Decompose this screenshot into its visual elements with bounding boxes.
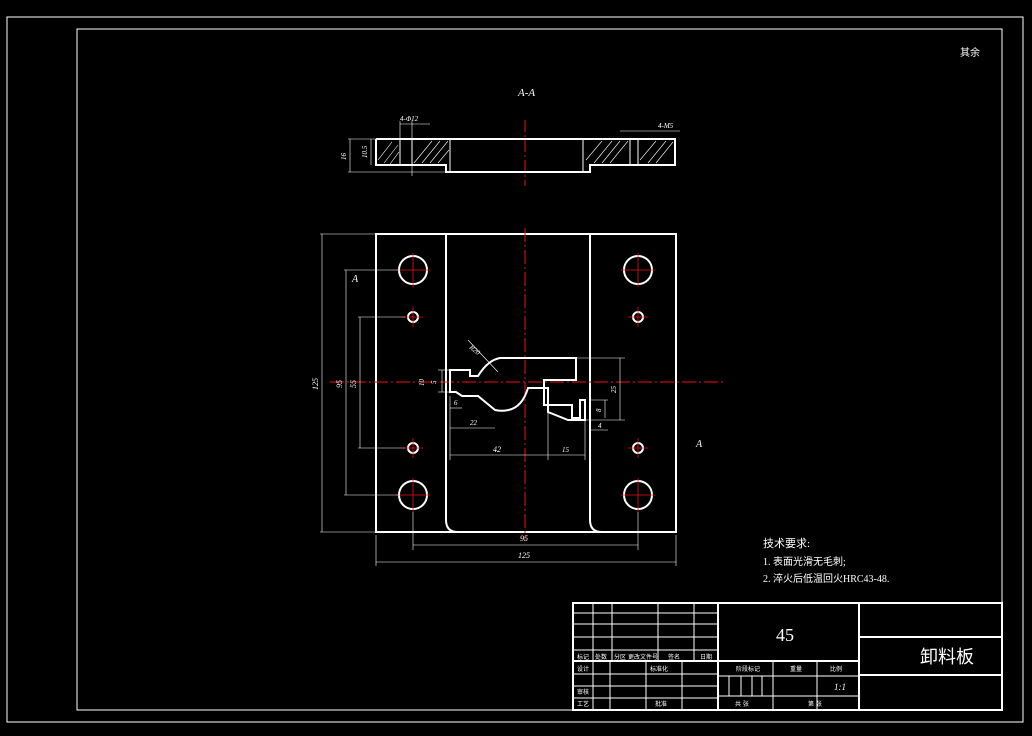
tb-row2-8: 比例 [830,665,842,673]
section-view [348,120,680,186]
title-block [572,602,1003,711]
section-marker-bottom: A [695,439,703,450]
corner-note: 其余 [960,46,980,59]
dim-42: 42 [493,445,501,454]
dim-top-h-inner: 10.5 [361,145,369,158]
dim-25: 25 [610,386,618,394]
tb-label-5: 日期 [700,653,712,661]
dim-4: 4 [598,422,602,430]
tb-bottom-3: 共 张 [735,700,749,708]
dim-top-hole: 4-Φ12 [400,115,419,123]
tb-label-1: 处数 [595,653,607,661]
dim-8: 8 [595,408,603,412]
tb-row2-6: 阶段标记 [736,665,760,673]
dim-width-95: 95 [520,534,528,543]
dim-15: 15 [562,446,570,454]
tech-req-title: 技术要求: [763,537,810,550]
tb-label-2: 分区 [614,653,626,661]
section-marker-top: A [351,274,359,285]
tb-bottom-4: 第 张 [808,700,822,708]
dim-height-mid: 95 [335,380,344,388]
dim-10: 10 [418,379,426,387]
dim-top-thread: 4-M5 [658,122,674,130]
dim-width-125: 125 [518,551,530,560]
dim-6: 6 [454,399,458,407]
tb-label-3: 更改文件号 [628,653,658,661]
plan-view [320,228,725,566]
tb-row2-0: 设计 [577,665,589,673]
tb-bottom-1: 工艺 [577,700,589,708]
outer-frame [6,16,1024,723]
tb-row2-7: 重量 [790,665,802,673]
tb-label-0: 标记 [577,653,589,661]
inner-frame [76,28,1003,711]
tech-req-line1: 1. 表面光滑无毛刺; [763,555,846,568]
tb-label-4: 签名 [668,653,680,661]
material: 45 [776,625,794,645]
tb-bottom-0: 审核 [577,688,589,696]
tb-bottom-2: 批准 [655,700,667,708]
tech-req-line2: 2. 淬火后低温回火HRC43-48. [763,572,889,585]
dim-radius: R20 [467,343,482,357]
dim-22: 22 [470,419,478,427]
dim-top-h-outer: 16 [340,153,348,161]
section-label: A-A [517,87,535,99]
dim-height-total: 125 [311,378,320,390]
part-name: 卸料板 [920,647,974,667]
dim-5: 5 [430,380,438,384]
tb-row2-2: 标准化 [650,665,668,673]
dim-height-inner: 55 [349,380,358,388]
scale: 1:1 [834,682,846,692]
